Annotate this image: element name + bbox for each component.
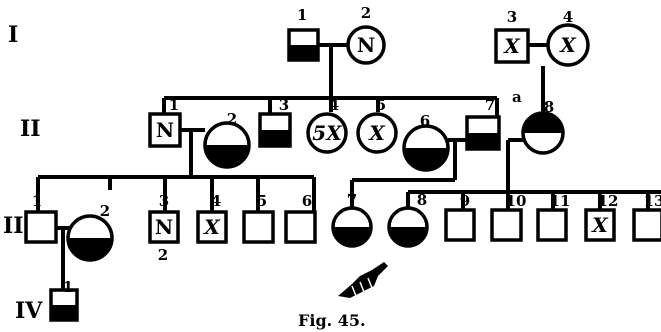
individual-number: 10 bbox=[506, 192, 527, 210]
individual-II-2: 2 bbox=[203, 110, 251, 169]
individual-mark: X bbox=[590, 213, 609, 237]
individual-III-5: 5 bbox=[242, 192, 275, 244]
individual-I-2: N 2 bbox=[346, 4, 386, 65]
individual-number: 13 bbox=[644, 192, 661, 210]
individual-number: 1 bbox=[297, 6, 307, 24]
pedigree-lines bbox=[36, 43, 661, 290]
individual-number: 9 bbox=[460, 192, 470, 210]
individual-number: 12 bbox=[598, 192, 619, 210]
individual-II-6: 6 bbox=[402, 112, 450, 172]
individual-III-2: 2 bbox=[66, 202, 114, 262]
individual-number: 2 bbox=[361, 4, 371, 22]
individual-III-7: 7 bbox=[331, 191, 373, 248]
individual-I-1: 1 bbox=[287, 6, 320, 62]
individual-number: 7 bbox=[347, 191, 357, 209]
individual-number: 2 bbox=[100, 202, 110, 220]
individual-number: 7 bbox=[485, 96, 495, 114]
individual-number: 1 bbox=[169, 96, 179, 114]
individual-II-7: 7 bbox=[465, 96, 501, 151]
individual-number: 6 bbox=[420, 112, 430, 130]
generation-label-I: I bbox=[8, 22, 18, 48]
individual-number: 4 bbox=[563, 8, 573, 26]
individual-III-10: 10 bbox=[490, 192, 527, 242]
individual-II-8: 8 bbox=[521, 98, 565, 155]
individual-number: 2 bbox=[227, 110, 237, 128]
individual-number: 3 bbox=[159, 192, 169, 210]
individual-mark: X bbox=[202, 215, 221, 239]
individual-III-9: 9 bbox=[444, 192, 476, 242]
individual-number: 6 bbox=[302, 192, 312, 210]
annotation-a: a bbox=[512, 88, 522, 106]
individuals: 1 N 2 X 3 X 4 N 1 2 bbox=[24, 4, 661, 322]
individual-III-8: 8 bbox=[387, 191, 429, 248]
individual-III-11: 11 bbox=[536, 192, 571, 242]
individual-number: 4 bbox=[211, 192, 221, 210]
figure-caption: Fig. 45. bbox=[298, 311, 366, 330]
individual-mark: N bbox=[155, 215, 173, 239]
individual-mark: 5X bbox=[312, 121, 343, 145]
generation-label-II: II bbox=[20, 116, 41, 142]
individual-number: 5 bbox=[376, 96, 386, 114]
annotation-two: 2 bbox=[158, 246, 168, 264]
individual-mark: X bbox=[502, 34, 521, 58]
individual-III-6: 6 bbox=[284, 192, 317, 244]
individual-II-4: 5X 4 bbox=[306, 96, 348, 154]
individual-number: 8 bbox=[417, 191, 427, 209]
individual-III-1: 1 bbox=[24, 192, 58, 244]
individual-II-3: 3 bbox=[258, 96, 292, 148]
individual-mark: N bbox=[357, 33, 375, 57]
individual-IV-1: 1 bbox=[49, 278, 79, 322]
individual-II-5: X 5 bbox=[356, 96, 398, 154]
individual-mark: X bbox=[558, 33, 577, 57]
individual-mark: X bbox=[367, 121, 386, 145]
individual-I-3: X 3 bbox=[494, 8, 530, 64]
individual-number: 1 bbox=[32, 192, 42, 210]
generation-label-IV: IV bbox=[15, 298, 43, 324]
individual-mark: N bbox=[156, 118, 174, 142]
individual-III-12: X 12 bbox=[584, 192, 619, 242]
individual-number: 5 bbox=[257, 192, 267, 210]
individual-I-4: X 4 bbox=[546, 8, 590, 67]
individual-II-1: N 1 bbox=[148, 96, 182, 148]
individual-number: 11 bbox=[550, 192, 571, 210]
individual-III-13: 13 bbox=[632, 192, 661, 242]
individual-III-4: X 4 bbox=[196, 192, 228, 244]
individual-number: 1 bbox=[63, 278, 73, 296]
pointing-hand-icon bbox=[338, 262, 388, 298]
individual-number: 3 bbox=[507, 8, 517, 26]
individual-number: 3 bbox=[279, 96, 289, 114]
individual-number: 4 bbox=[329, 96, 339, 114]
individual-number: 8 bbox=[544, 98, 554, 116]
individual-III-3: N 3 2 bbox=[148, 192, 180, 264]
